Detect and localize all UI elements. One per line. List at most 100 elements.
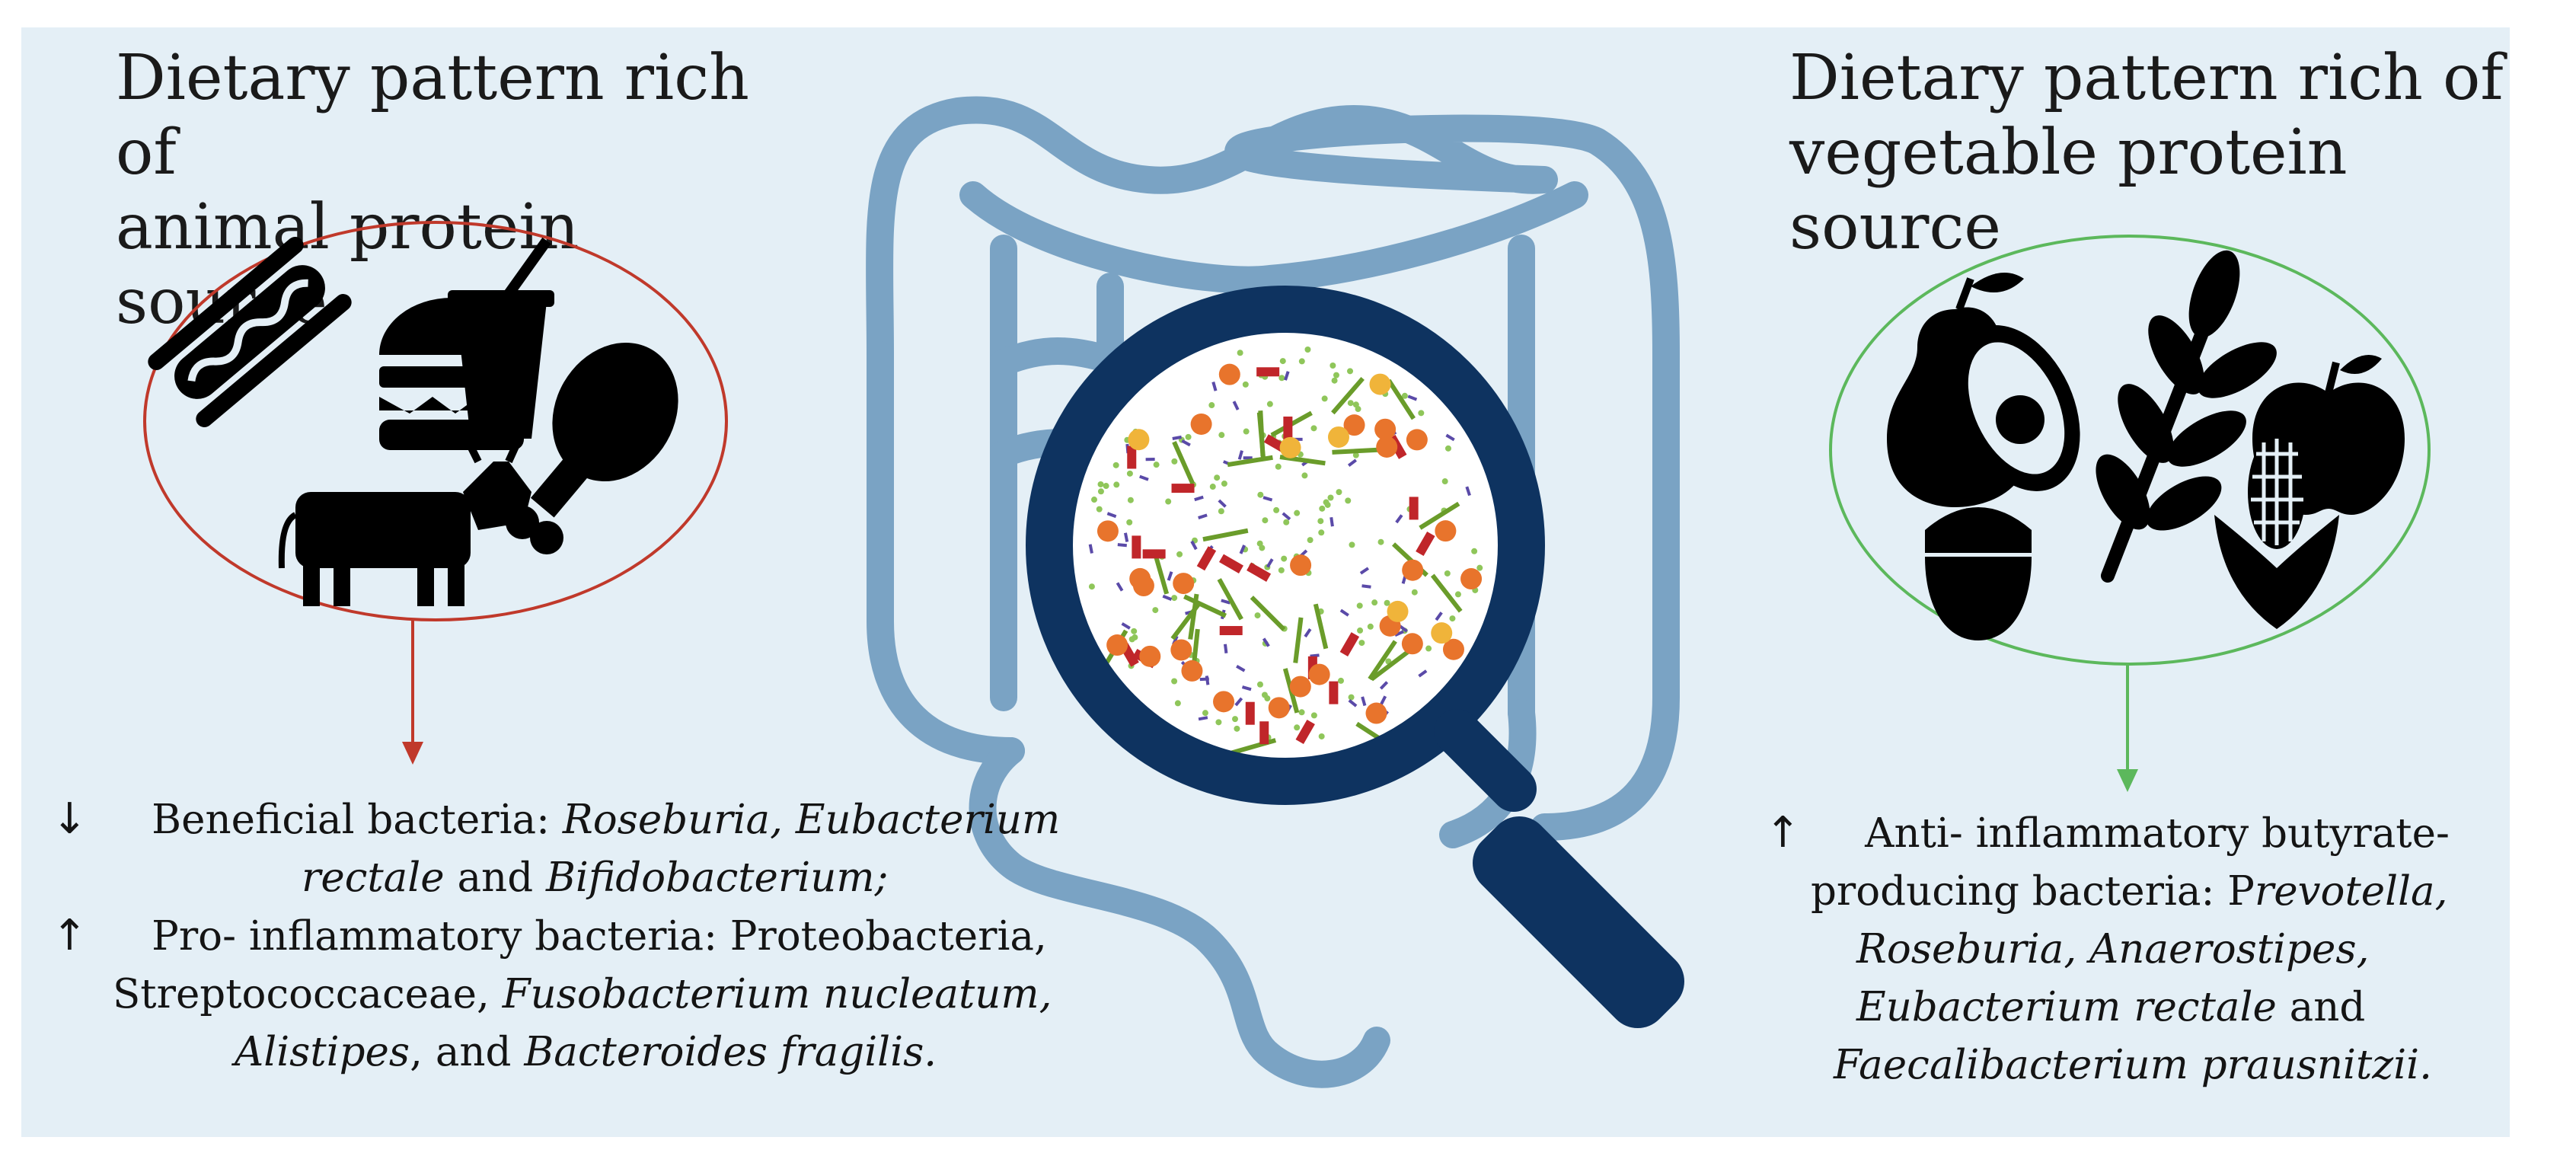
increase-arrow-icon-veg: ↑ [1765,808,1801,858]
bacterium-dash [1361,696,1367,707]
bacterium-rod [1188,593,1199,640]
bacterium-dot [1283,519,1290,525]
bacterium-coccus [1289,676,1311,698]
bacterium-dot [1356,602,1363,609]
bacterium-dot [1441,478,1448,485]
bacterium-bacillus [1416,532,1435,557]
bacterium-dot [1331,377,1338,384]
bacterium-dot [1126,470,1133,477]
bacterium-coccus [1106,634,1128,656]
bacterium-rod [1313,603,1329,650]
bacterium-rod [1217,578,1243,621]
diagram-artwork [148,96,2405,1088]
effect-line-pro-inflammatory: ↑ Pro- inflammatory bacteria: Proteobact… [52,907,1118,966]
bacterium-bacillus [1339,632,1360,657]
bacterium-dot [1202,710,1208,717]
bacterium-coccus [1442,638,1464,660]
bacterium-rod [1331,376,1365,415]
effect-line-pro-3: Alistipes, and Bacteroides fragilis. [52,1024,1118,1081]
bacterium-dot [1337,677,1344,684]
bacterium-dash [1266,558,1274,568]
bacterium-dash [1359,567,1370,575]
bacterium-bacillus [1219,626,1243,636]
bacterium-dot [1454,591,1461,598]
bacterium-dash [1167,571,1173,581]
animal-food-ellipse [143,221,728,621]
bacterium-dash [1223,644,1228,653]
bacterium-dot [1355,406,1361,413]
bacterium-bacillus [1283,416,1293,439]
increase-arrow-icon: ↑ [52,911,88,960]
bacterium-dot [1171,678,1178,685]
bacterium-dot [1174,700,1181,707]
bacterium-dash [1379,681,1389,690]
bacterium-rod [1387,378,1416,420]
bacterium-dash [1211,382,1218,391]
bacterium-dash [1123,532,1129,542]
bacterium-dot [1185,433,1192,440]
bacterium-dot [1301,472,1308,479]
bacterium-bacillus [1256,367,1280,377]
bacterium-dot [1319,505,1326,512]
bacterium-dot [1333,372,1339,378]
bacterium-dot [1127,497,1134,503]
bacterium-dash [1121,622,1131,630]
effect-line-beneficial-2: rectale and Bifidobacterium; [52,849,1118,907]
bacterium-dot [1444,445,1451,452]
bacterium-dash [1221,599,1231,605]
bacterium-dot [1449,615,1456,622]
bacterium-dash [1395,514,1403,524]
bacterium-dot [1112,462,1119,468]
bacterium-dash [1145,458,1155,462]
bacterium-coccus-yellow [1279,436,1301,458]
bacterium-bacillus [1329,681,1339,704]
bacterium-coccus [1460,568,1483,590]
pro-line-2-italic: Fusobacterium nucleatum, [502,971,1052,1017]
veg-line-2-plain: producing bacteria: P [1811,868,2255,915]
bacterium-dot [1266,401,1273,407]
bacterium-coccus [1190,413,1212,435]
bacterium-dot [1345,497,1352,504]
bacterium-dash [1339,608,1349,617]
animal-effect-arrow [402,618,423,765]
bacterium-dash [1198,513,1208,519]
beneficial-taxa-2: rectale [302,854,445,901]
bacterium-dash [1162,594,1173,601]
acorn-icon [1925,473,2032,640]
avocado-icon [1952,325,2080,491]
bacterium-bacillus [1409,497,1419,520]
bacterium-dash [1418,669,1428,678]
soda-cup-icon [448,237,554,439]
bacterium-dot [1349,541,1355,548]
bacterium-dot [1323,499,1329,506]
bacterium-dot [1209,484,1216,490]
decrease-arrow-icon: ↓ [52,794,88,844]
bacterium-dot [1310,712,1317,719]
bacterium-dot [1132,634,1138,640]
beneficial-taxa-3: Bifidobacterium; [545,854,889,901]
veg-effect-line-2: producing bacteria: Prevotella, [1765,863,2527,921]
bacterium-dash [1282,512,1291,521]
bacterium-dash [1239,545,1246,554]
bacterium-dash [1361,584,1371,589]
bacterium-dash [1117,543,1127,548]
veg-effect-line-5: Faecalibacterium prausnitzii. [1765,1036,2527,1094]
microbiota-icon [1088,347,1483,755]
bacterium-dot [1278,567,1285,573]
pro-line-3-italic-b: Bacteroides fragilis. [524,1029,937,1075]
bacterium-dot [1347,400,1354,407]
veg-effect-line-4: Eubacterium rectale and [1765,979,2527,1036]
bacterium-dot [1298,709,1305,716]
bacterium-coccus [1435,520,1457,542]
bacterium-coccus [1170,639,1192,661]
bacterium-dot [1321,395,1328,402]
pro-line-2-plain: Streptococcaceae, [113,971,503,1017]
bacterium-dot [1294,509,1301,516]
bacterium-coccus [1365,702,1387,724]
bacterium-dot [1348,694,1355,701]
vegetable-title-line-1: Dietary pattern rich of [1789,42,2504,114]
bacterium-dash [1172,435,1182,440]
hotdog-icon [148,236,352,428]
bacterium-dot [1214,474,1221,481]
bacterium-coccus [1139,645,1161,667]
